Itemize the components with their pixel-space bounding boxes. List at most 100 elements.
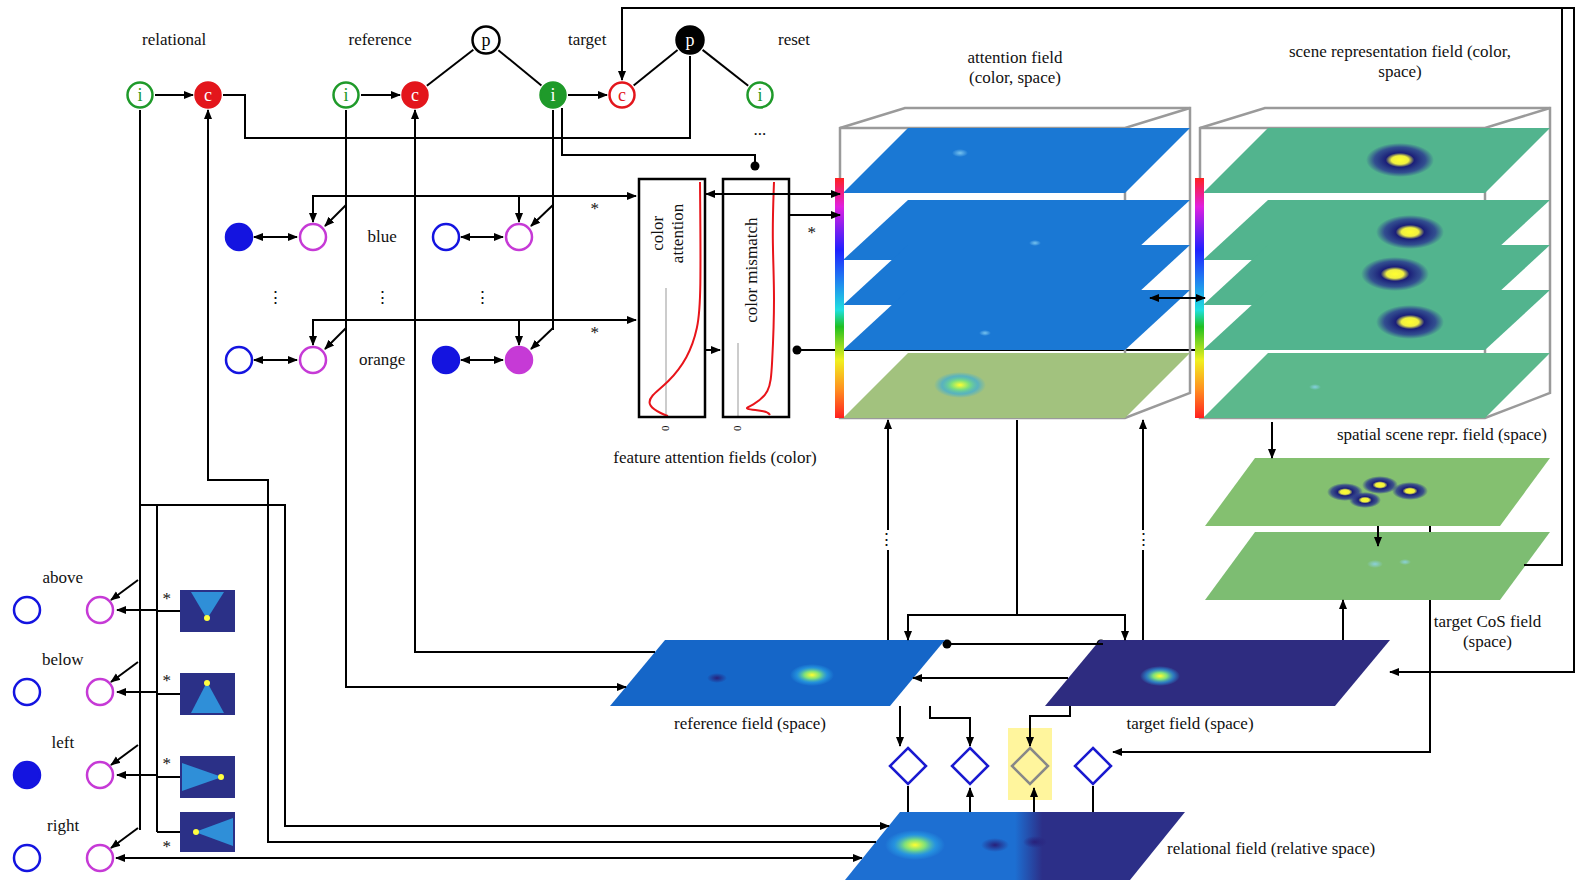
annotation-label: * (589, 199, 602, 219)
annotation-label: * (161, 589, 174, 609)
annotation-label: target (566, 30, 608, 50)
field-plane (1205, 458, 1550, 526)
annotation-label: below (40, 650, 86, 670)
field-plane (1205, 532, 1550, 600)
connector (140, 110, 889, 826)
node-letter: p (675, 25, 705, 55)
wiring-part (14, 597, 40, 623)
annotation-label: relational (140, 30, 208, 50)
wiring-part (461, 236, 503, 238)
connector (415, 110, 655, 652)
color-bar (835, 178, 844, 418)
wiring-part (254, 236, 297, 238)
connector (208, 110, 876, 842)
node-shape (1195, 42, 1555, 422)
activation-peak (981, 838, 1009, 852)
wiring-part (433, 347, 459, 373)
field-title: color mismatch (742, 200, 762, 340)
annotation-label: * (806, 223, 819, 243)
wiring-part (87, 845, 113, 871)
annotation-label: orange (357, 350, 407, 370)
annotation-label: * (161, 837, 174, 857)
precondition-node: p (675, 25, 705, 55)
field-box (1200, 108, 1550, 418)
wiring-part (325, 205, 346, 226)
connector (1150, 297, 1205, 299)
connector (427, 50, 473, 86)
wiring-part (518, 196, 520, 222)
connector (568, 94, 607, 96)
wiring-part (254, 359, 297, 361)
wiring-part (180, 673, 235, 715)
field-title: target field (space) (1090, 714, 1290, 734)
zero-line (737, 343, 739, 416)
annotation-label: above (41, 568, 86, 588)
annotation-label: ⋮ (372, 288, 393, 308)
wiring-part (111, 580, 138, 600)
field-plane (845, 812, 1185, 880)
node-letter: i (332, 81, 360, 109)
activation-peak (1376, 215, 1444, 249)
connector (223, 56, 690, 138)
field-title: spatial scene repr. field (space) (1285, 425, 1547, 445)
annotation-label: ⋮ (265, 288, 286, 308)
memory-circles (14, 224, 532, 871)
node-letter: i (539, 81, 567, 109)
activation-peak (979, 330, 991, 336)
connector (1377, 526, 1379, 546)
field-plane (843, 128, 1190, 193)
field-title: target CoS field (space) (1425, 612, 1550, 653)
wiring-part (14, 762, 40, 788)
annotation-label: reference (347, 30, 414, 50)
connector (706, 193, 840, 195)
wiring-part (506, 224, 532, 250)
wiring-part (116, 857, 862, 859)
activation-peak (1361, 257, 1429, 291)
connector (155, 94, 193, 96)
node-letter: i (126, 81, 154, 109)
wiring-part (300, 224, 326, 250)
wiring-part (180, 756, 235, 798)
wiring-part (111, 745, 138, 765)
activation-peak (1029, 240, 1041, 246)
wiring-part (531, 205, 553, 226)
wiring-part (461, 359, 503, 361)
activation-peak (1366, 143, 1434, 177)
color-bar (1195, 178, 1204, 418)
wiring-part (226, 347, 252, 373)
wiring-part (117, 774, 157, 776)
field-plane (843, 353, 1190, 418)
relational-field: relational field (relative space) (845, 812, 1425, 880)
wiring-part (952, 748, 988, 784)
wiring-part (111, 662, 138, 682)
wiring-part (518, 320, 520, 345)
activation-peak (1376, 305, 1444, 339)
kernels (180, 590, 235, 852)
intention-node: i (126, 81, 154, 109)
field-plane (1203, 128, 1550, 193)
activation-peak (1367, 560, 1383, 568)
wiring-part (191, 682, 224, 713)
wiring-part (195, 818, 233, 846)
annotation-label: blue (366, 227, 399, 247)
cos-node: c (401, 81, 429, 109)
scene-field-stack: scene representation field (color, space… (1195, 42, 1555, 422)
activation-peak (1023, 836, 1047, 848)
field-title: reference field (space) (650, 714, 850, 734)
connector (790, 214, 840, 216)
activation-peak (707, 673, 727, 683)
diamonds (890, 728, 1111, 800)
activation-peak (1309, 384, 1321, 390)
wiring-part (930, 706, 970, 746)
wiring-part (180, 590, 235, 632)
wiring-part (433, 224, 459, 250)
field-title: scene representation field (color, space… (1280, 42, 1520, 83)
node-letter: p (471, 25, 501, 55)
wiring-part (117, 609, 157, 611)
field-plane (1045, 640, 1390, 706)
field-title: attention field (color, space) (945, 48, 1085, 89)
wiring-part (87, 762, 113, 788)
activation-peak (1140, 666, 1180, 686)
annotation-label: 0 (659, 423, 672, 433)
wiring-part (300, 347, 326, 373)
